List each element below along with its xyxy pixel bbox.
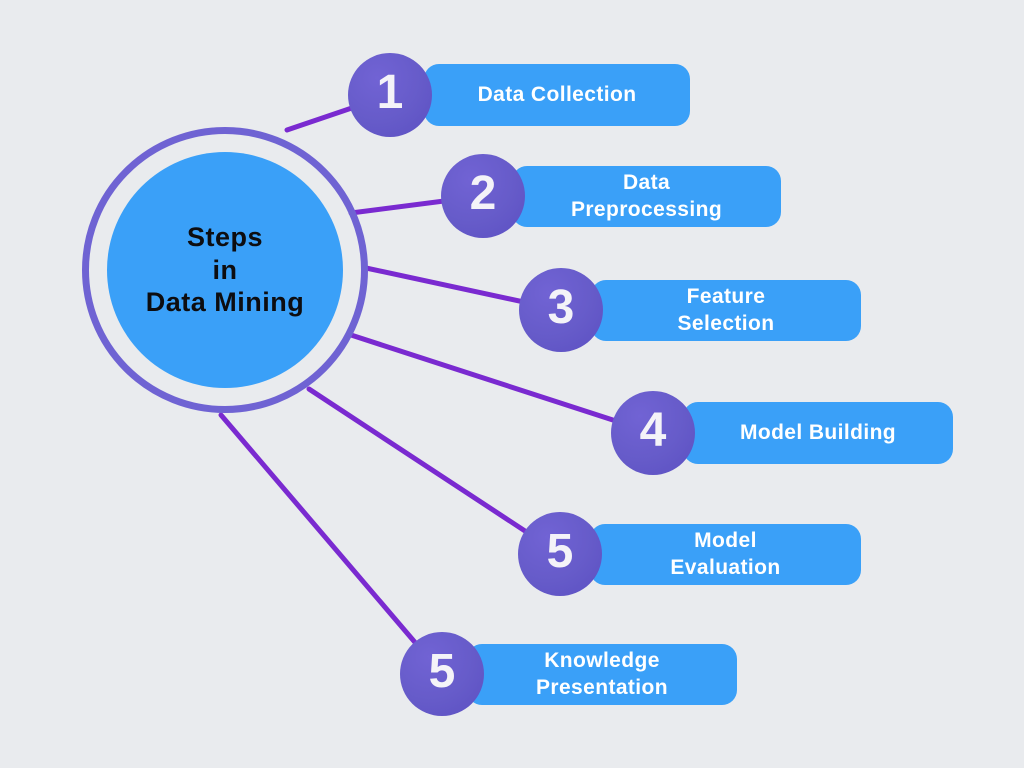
- step-label-3: Feature Selection: [677, 285, 775, 335]
- step-number-badge-1: 1: [348, 53, 432, 137]
- step-label-6: Knowledge Presentation: [536, 649, 668, 699]
- step-number-badge-5: 5: [518, 512, 602, 596]
- step-label-bar-6: Knowledge Presentation: [467, 644, 737, 705]
- step-label-bar-5: Model Evaluation: [590, 524, 861, 585]
- step-number-badge-2: 2: [441, 154, 525, 238]
- step-number-3: 3: [547, 281, 575, 334]
- central-topic-ring: [82, 127, 368, 413]
- connector-line-step-5: [306, 386, 563, 557]
- step-label-5: Model Evaluation: [670, 529, 781, 579]
- step-label-4: Model Building: [739, 420, 897, 444]
- step-label-bar-4: Model Building: [683, 402, 953, 464]
- step-label-bar-2: Data Preprocessing: [512, 166, 781, 227]
- connector-line-step-4: [348, 332, 656, 436]
- step-number-badge-3: 3: [519, 268, 603, 352]
- central-topic-circle: Steps in Data Mining: [107, 152, 343, 388]
- step-number-5: 5: [546, 525, 574, 578]
- step-label-1: Data Collection: [477, 82, 637, 106]
- step-label-2: Data Preprocessing: [570, 171, 723, 221]
- step-number-badge-4: 4: [611, 391, 695, 475]
- diagram-title: Steps in Data Mining: [145, 222, 305, 318]
- step-number-1: 1: [376, 66, 404, 119]
- step-number-badge-6: 5: [400, 632, 484, 716]
- step-number-4: 4: [639, 404, 667, 457]
- step-label-bar-3: Feature Selection: [591, 280, 861, 341]
- connector-line-step-6: [218, 412, 445, 677]
- step-number-6: 5: [428, 645, 456, 698]
- step-number-2: 2: [469, 167, 497, 220]
- step-label-bar-1: Data Collection: [424, 64, 690, 126]
